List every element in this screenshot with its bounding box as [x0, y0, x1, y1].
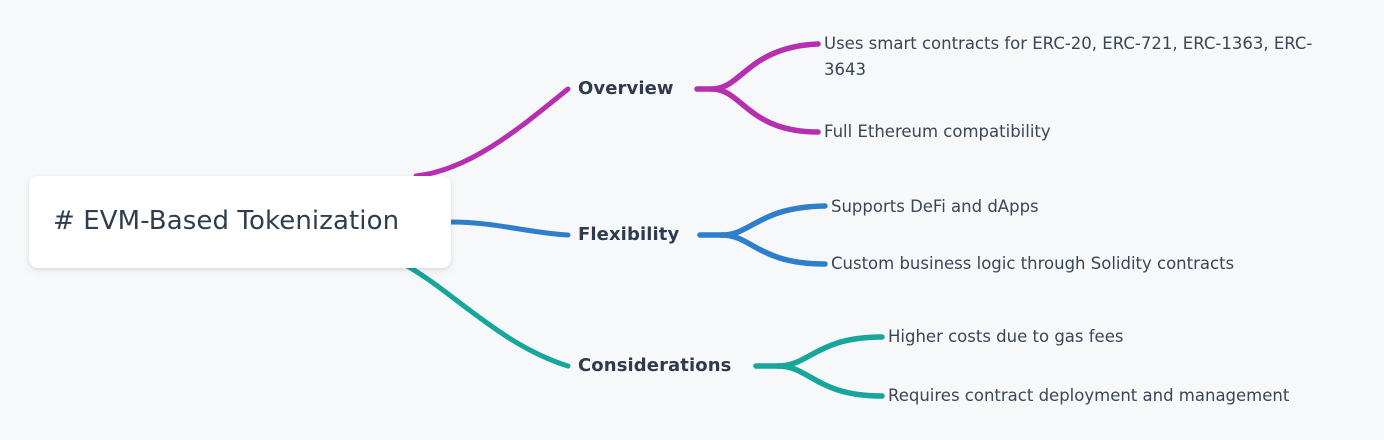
branch-label-flexibility[interactable]: Flexibility [578, 223, 680, 245]
leaf-label-flexibility-2[interactable]: Custom business logic through Solidity c… [831, 254, 1235, 274]
leaf-label-flexibility-1[interactable]: Supports DeFi and dApps [831, 197, 1039, 217]
leaf-label-considerations-2[interactable]: Requires contract deployment and managem… [888, 386, 1290, 406]
edge-overview-to-child-2 [709, 86, 821, 135]
edge-overview-to-child-1 [709, 41, 821, 92]
edge-flexibility-to-child-1 [719, 203, 828, 238]
branch-label-overview[interactable]: Overview [578, 77, 674, 99]
edge-considerations-to-child-2 [775, 363, 885, 399]
root-node-label: # EVM-Based Tokenization [53, 206, 400, 237]
leaf-label-overview-2[interactable]: Full Ethereum compatibility [824, 122, 1051, 142]
branch-label-considerations[interactable]: Considerations [578, 354, 732, 376]
leaf-label-overview-1[interactable]: Uses smart contracts for ERC-20, ERC-721… [824, 34, 1313, 79]
edge-root-to-overview [413, 86, 571, 179]
edge-root-to-considerations [399, 260, 571, 369]
leaf-label-considerations-1[interactable]: Higher costs due to gas fees [888, 327, 1124, 347]
root-node[interactable]: # EVM-Based Tokenization [29, 176, 451, 268]
edge-flexibility-to-child-2 [719, 232, 828, 267]
edge-considerations-to-child-1 [775, 334, 885, 369]
edge-root-to-flexibility [448, 219, 571, 238]
